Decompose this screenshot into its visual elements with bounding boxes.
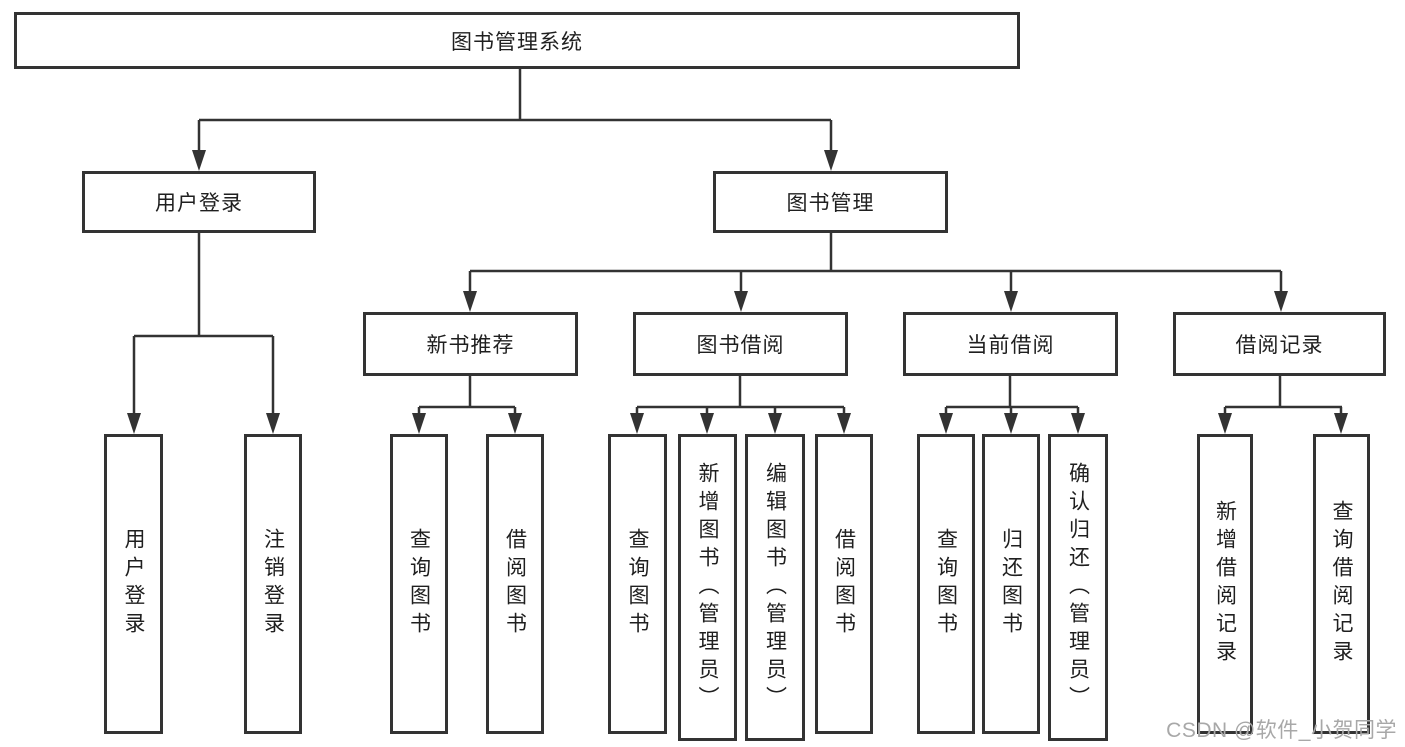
node-query-book-recommend: 查询图书 (390, 434, 448, 734)
arrow-icon (192, 150, 206, 171)
node-current-borrowing: 当前借阅 (903, 312, 1118, 376)
node-label: 查询借阅记录 (1330, 500, 1353, 668)
arrow-icon (824, 150, 838, 171)
node-root-system: 图书管理系统 (14, 12, 1020, 69)
arrow-icon (734, 291, 748, 312)
node-label: 借阅图书 (503, 528, 527, 640)
node-label: 查询图书 (626, 528, 649, 640)
arrow-icon (768, 413, 782, 434)
node-borrow-book-recommend: 借阅图书 (486, 434, 544, 734)
node-confirm-return-admin: 确认归还（管理员） (1048, 434, 1108, 741)
node-label: 新书推荐 (426, 334, 515, 357)
node-query-book-current: 查询图书 (917, 434, 975, 734)
arrowheads (127, 150, 1348, 434)
node-add-borrow-record: 新增借阅记录 (1197, 434, 1253, 734)
arrow-icon (1071, 413, 1085, 434)
arrow-icon (412, 413, 426, 434)
node-logout: 注销登录 (244, 434, 302, 734)
node-label: 确认归还（管理员） (1066, 461, 1090, 714)
node-label: 用户登录 (122, 528, 145, 640)
node-book-management-module: 图书管理 (713, 171, 948, 233)
arrow-icon (939, 413, 953, 434)
node-label: 新增借阅记录 (1213, 500, 1237, 668)
arrow-icon (1004, 413, 1018, 434)
arrow-icon (837, 413, 851, 434)
node-label: 当前借阅 (966, 334, 1055, 357)
node-user-login-leaf: 用户登录 (104, 434, 163, 734)
arrow-icon (1334, 413, 1348, 434)
arrow-icon (463, 291, 477, 312)
node-label: 借阅记录 (1235, 334, 1324, 357)
node-book-borrowing: 图书借阅 (633, 312, 848, 376)
node-user-login-module: 用户登录 (82, 171, 316, 233)
node-query-borrow-record: 查询借阅记录 (1313, 434, 1370, 734)
arrow-icon (1274, 291, 1288, 312)
arrow-icon (1004, 291, 1018, 312)
node-add-book-admin: 新增图书（管理员） (678, 434, 737, 741)
node-return-book: 归还图书 (982, 434, 1040, 734)
node-label: 查询图书 (934, 528, 958, 640)
node-label: 编辑图书（管理员） (763, 461, 787, 714)
node-label: 新增图书（管理员） (696, 461, 719, 714)
node-label: 用户登录 (155, 192, 243, 215)
arrow-icon (630, 413, 644, 434)
node-label: 归还图书 (999, 528, 1023, 640)
node-label: 图书借阅 (696, 334, 785, 357)
node-label: 注销登录 (261, 528, 285, 640)
node-borrow-book-leaf: 借阅图书 (815, 434, 873, 734)
node-label: 图书管理 (786, 192, 875, 215)
connector-paths (132, 68, 1343, 414)
node-new-book-recommend: 新书推荐 (363, 312, 578, 376)
node-label: 图书管理系统 (451, 30, 583, 54)
node-query-book-borrowing: 查询图书 (608, 434, 667, 734)
node-edit-book-admin: 编辑图书（管理员） (745, 434, 805, 741)
arrow-icon (700, 413, 714, 434)
node-label: 借阅图书 (832, 528, 856, 640)
arrow-icon (127, 413, 141, 434)
arrow-icon (508, 413, 522, 434)
node-borrowing-records: 借阅记录 (1173, 312, 1386, 376)
csdn-watermark: CSDN @软件_小贺同学 (1166, 719, 1397, 742)
arrow-icon (266, 413, 280, 434)
arrow-icon (1218, 413, 1232, 434)
node-label: 查询图书 (407, 528, 431, 640)
